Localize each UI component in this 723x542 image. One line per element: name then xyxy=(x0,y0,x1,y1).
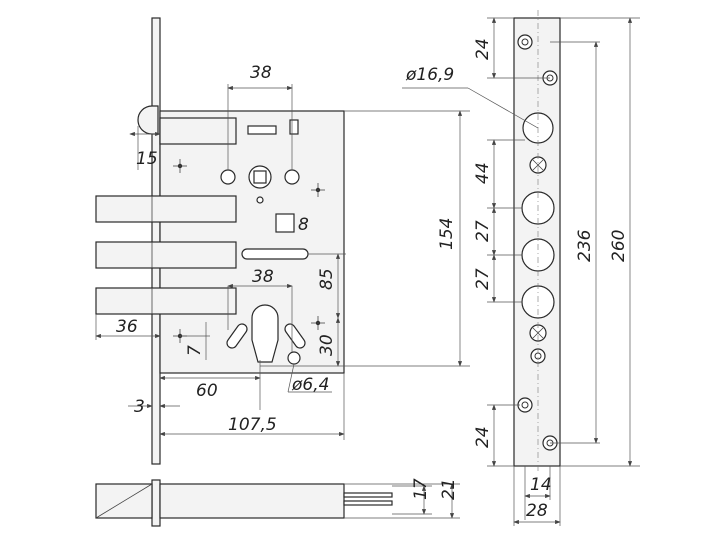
cylinder-cutout xyxy=(251,304,279,363)
side-dimensions xyxy=(402,17,640,526)
dim-label: 24 xyxy=(473,38,493,60)
bottom-faceplate xyxy=(151,479,161,527)
dim-label: 260 xyxy=(609,230,629,262)
dim-label: 15 xyxy=(136,149,158,169)
bottom-view: 17 21 xyxy=(95,478,460,527)
bottom-body xyxy=(159,483,345,519)
dim-label: 38 xyxy=(250,63,272,83)
latch-bolt xyxy=(137,105,237,145)
dim-label: 7 xyxy=(185,345,205,356)
dim-label: ø6,4 xyxy=(291,375,329,395)
dim-label: 107,5 xyxy=(228,415,277,435)
square-spindle-hole xyxy=(275,213,295,233)
dim-label: 38 xyxy=(252,267,274,287)
deadbolt-1 xyxy=(95,195,237,223)
dim-label: ø16,9 xyxy=(405,65,454,85)
dim-label: 8 xyxy=(298,215,309,235)
dim-label: 236 xyxy=(575,229,595,262)
dim-label: 154 xyxy=(437,218,457,250)
front-view: 38 15 15 8 38 36 7 60 3 107,5 ø6,4 154 8… xyxy=(95,17,470,465)
dim-label: 36 xyxy=(116,317,138,337)
dim-label: 44 xyxy=(473,162,493,184)
front-dimensions xyxy=(95,84,470,440)
dim-label: 14 xyxy=(530,475,552,495)
dim-label: 17 xyxy=(411,478,431,500)
dim-label: 60 xyxy=(196,381,218,401)
dim-label: 85 xyxy=(317,268,337,290)
dim-label: 30 xyxy=(317,334,337,356)
dim-label: 3 xyxy=(134,397,145,417)
dim-label: 27 xyxy=(473,268,493,290)
dim-label: 28 xyxy=(526,501,548,521)
deadbolt-3 xyxy=(95,287,237,315)
dim-label: 21 xyxy=(439,478,459,500)
dim-label: 27 xyxy=(473,220,493,242)
faceplate xyxy=(151,17,161,465)
deadbolt-2 xyxy=(95,241,237,269)
dim-label: 24 xyxy=(473,426,493,448)
side-view: ø16,9 24 44 27 27 24 236 260 14 28 xyxy=(402,10,640,526)
